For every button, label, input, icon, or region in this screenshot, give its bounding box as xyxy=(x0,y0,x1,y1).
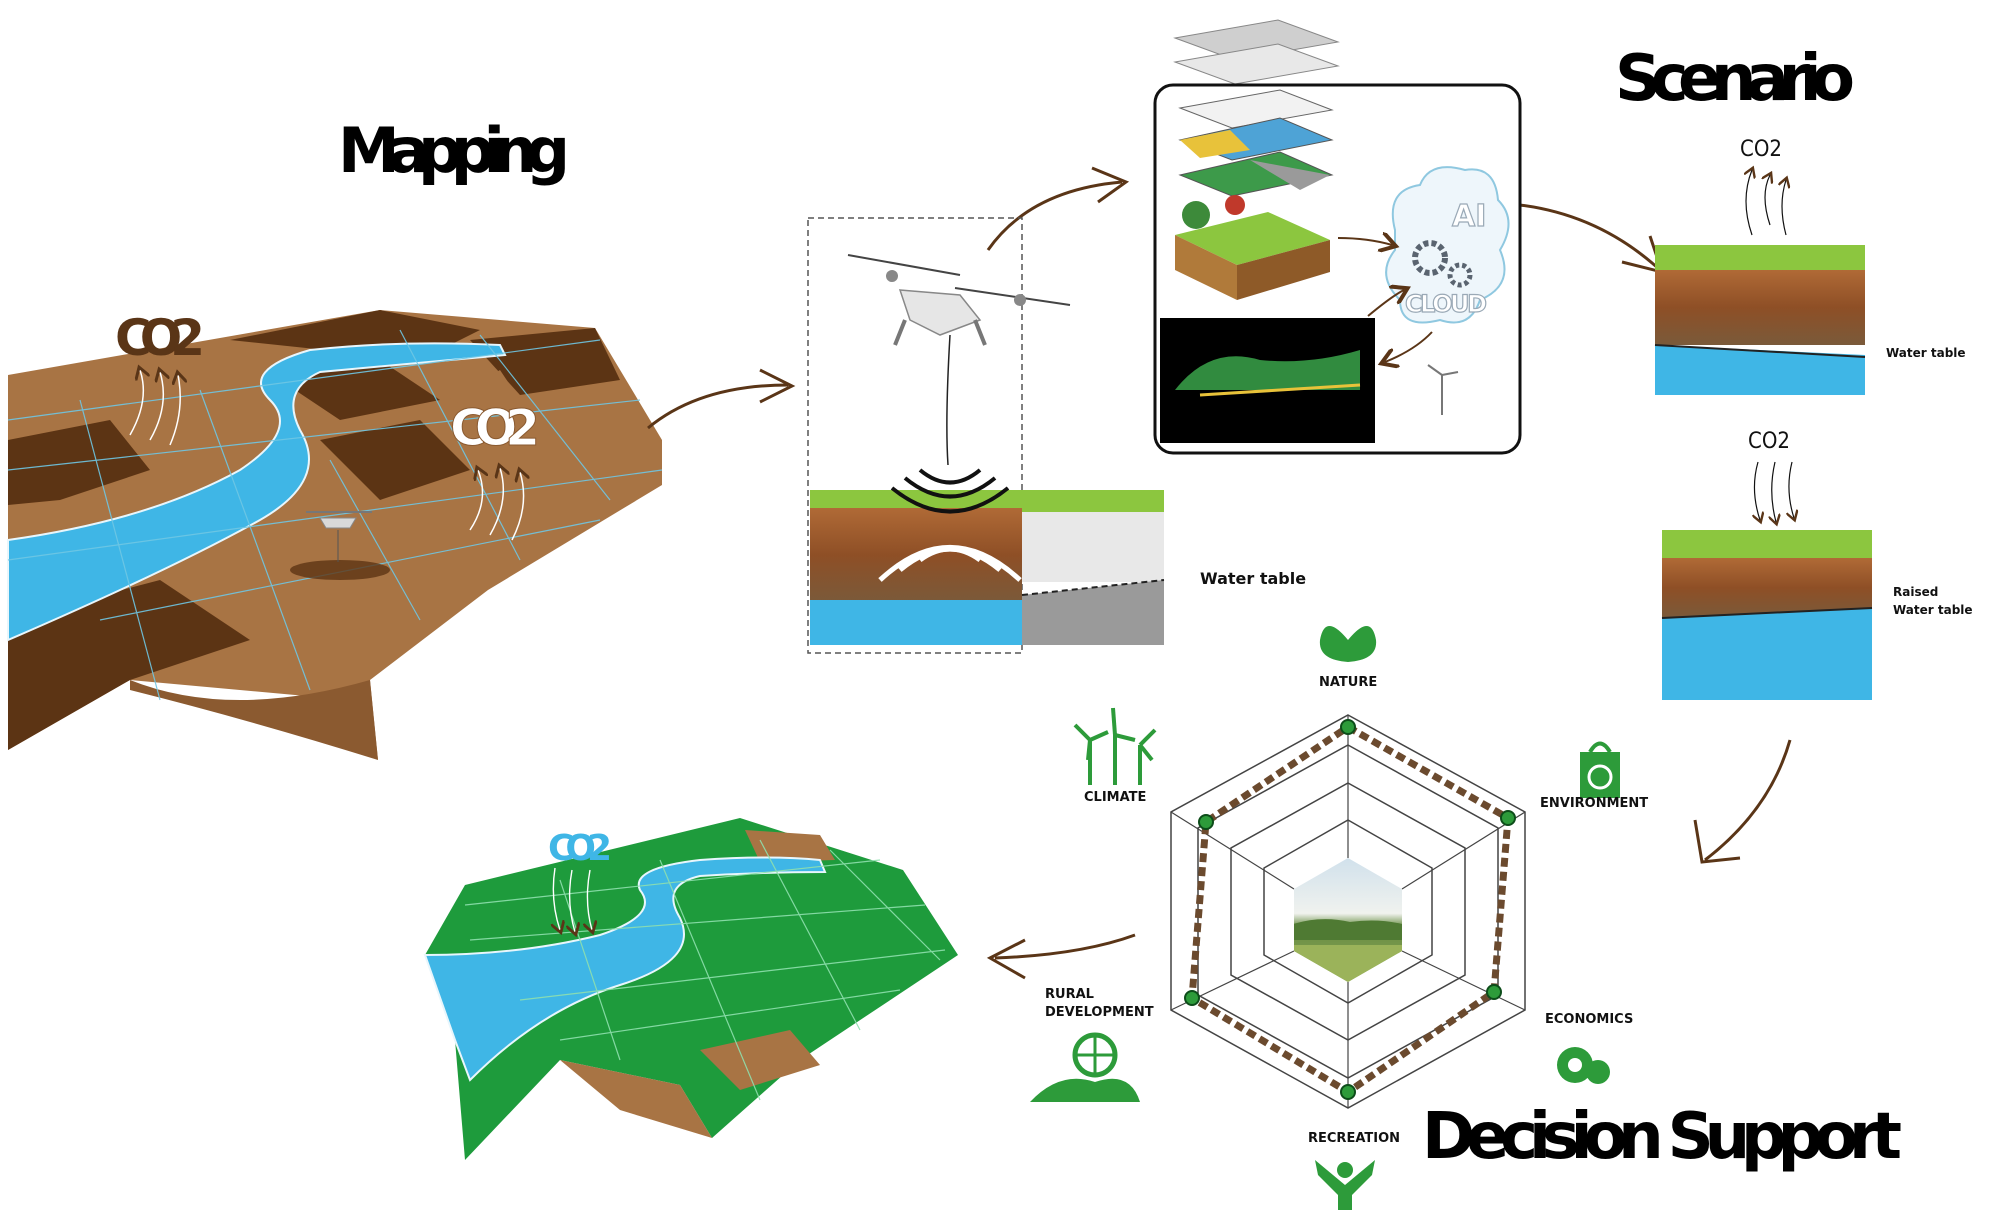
flow-arrows xyxy=(647,166,1792,980)
result-landscape: CO2 xyxy=(423,818,958,1160)
mapping-drone xyxy=(290,511,390,580)
ai-cloud xyxy=(1385,166,1510,324)
recycle-bag-icon xyxy=(1580,741,1620,798)
wind-turbine-small xyxy=(1427,364,1459,415)
arrow-scenario-to-decision xyxy=(1704,739,1792,862)
scenario-raised: CO2 Raised Water table xyxy=(1661,429,1973,700)
butterfly-icon xyxy=(1319,626,1377,662)
co2-label-blue: CO2 xyxy=(548,828,612,869)
landscape-photo xyxy=(1294,858,1402,982)
decision-support-heading: Decision Support xyxy=(1422,1100,1902,1174)
gear-icon xyxy=(1447,262,1473,288)
criteria-economics: ECONOMICS xyxy=(1545,1012,1633,1027)
cloud-label: CLOUD xyxy=(1405,290,1487,318)
money-gear-icon xyxy=(1557,1047,1610,1084)
scenario-current: CO2 Water table xyxy=(1654,137,1966,395)
criteria-climate: CLIMATE xyxy=(1084,790,1146,805)
co2-absorption-arrows xyxy=(553,867,592,932)
co2-label-brown: CO2 xyxy=(115,309,205,367)
ai-label: AI xyxy=(1452,199,1486,234)
arrow-model-to-scenario xyxy=(1519,203,1662,272)
globe-hands-icon xyxy=(1030,1032,1140,1102)
arrow-mapping-to-survey xyxy=(647,383,789,430)
water-table-label-scenario: Water table xyxy=(1886,346,1966,360)
arrow-decision-to-result xyxy=(994,933,1136,960)
criteria-nature: NATURE xyxy=(1319,675,1377,690)
model-panel: AI CLOUD xyxy=(1153,19,1522,455)
wind-turbines-icon xyxy=(1073,707,1157,785)
co2-label-scenario-current: CO2 xyxy=(1740,137,1782,162)
result-river xyxy=(423,856,827,1082)
gear-icon xyxy=(1412,240,1448,276)
criteria-rural-development: RURAL DEVELOPMENT xyxy=(1045,987,1154,1020)
decision-support-radar: NATURE ENVIRONMENT ECONOMICS RECREATION … xyxy=(1030,626,1648,1210)
mapping-river xyxy=(7,342,507,642)
arrow-survey-to-model xyxy=(986,180,1123,251)
radar-waves-ground xyxy=(878,545,1022,582)
scenario-heading: Scenario xyxy=(1615,42,1855,116)
mapping-landscape: CO2 CO2 xyxy=(7,309,663,760)
radar-waves-above xyxy=(890,468,1010,514)
mapping-heading: Mapping xyxy=(338,114,570,187)
co2-emission-arrows xyxy=(129,370,524,541)
survey-drone xyxy=(847,254,1071,466)
person-celebrating-icon xyxy=(1315,1160,1375,1210)
water-table-label-survey: Water table xyxy=(1200,569,1306,588)
co2-label-scenario-raised: CO2 xyxy=(1748,429,1790,454)
drone-survey-panel: Water table xyxy=(807,217,1306,654)
criteria-environment: ENVIRONMENT xyxy=(1540,796,1648,811)
criteria-recreation: RECREATION xyxy=(1308,1131,1400,1146)
co2-label-white: CO2 xyxy=(450,399,540,457)
raised-water-table-label: Raised Water table xyxy=(1893,585,1973,617)
